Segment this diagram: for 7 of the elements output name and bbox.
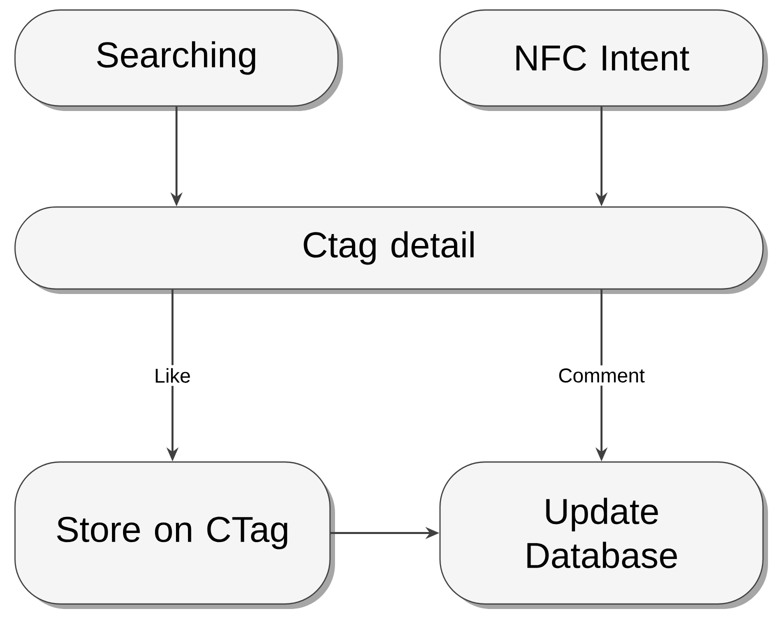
rounded-box: NFC Intent [439, 9, 768, 111]
rounded-box: Searching [14, 9, 343, 111]
rounded-box: Store on CTag [14, 461, 335, 609]
rounded-box: Ctag detail [14, 206, 768, 294]
edge-label: Like [151, 365, 194, 386]
edge-label: Comment [555, 365, 648, 386]
rounded-box: Update Database [439, 461, 768, 609]
